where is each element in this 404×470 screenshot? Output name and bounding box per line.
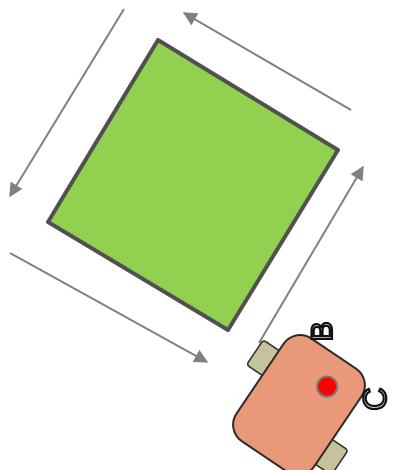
green-square [46, 38, 340, 332]
left-arrow [9, 8, 125, 198]
robot-label-front: B [306, 321, 339, 341]
robot-label-side: C [357, 387, 393, 410]
robot-body [232, 334, 366, 470]
bottom-arrow [9, 252, 209, 363]
robot-sensor [316, 375, 339, 398]
top-arrow [182, 12, 352, 111]
right-arrow [258, 165, 364, 344]
robot: B [232, 320, 366, 470]
